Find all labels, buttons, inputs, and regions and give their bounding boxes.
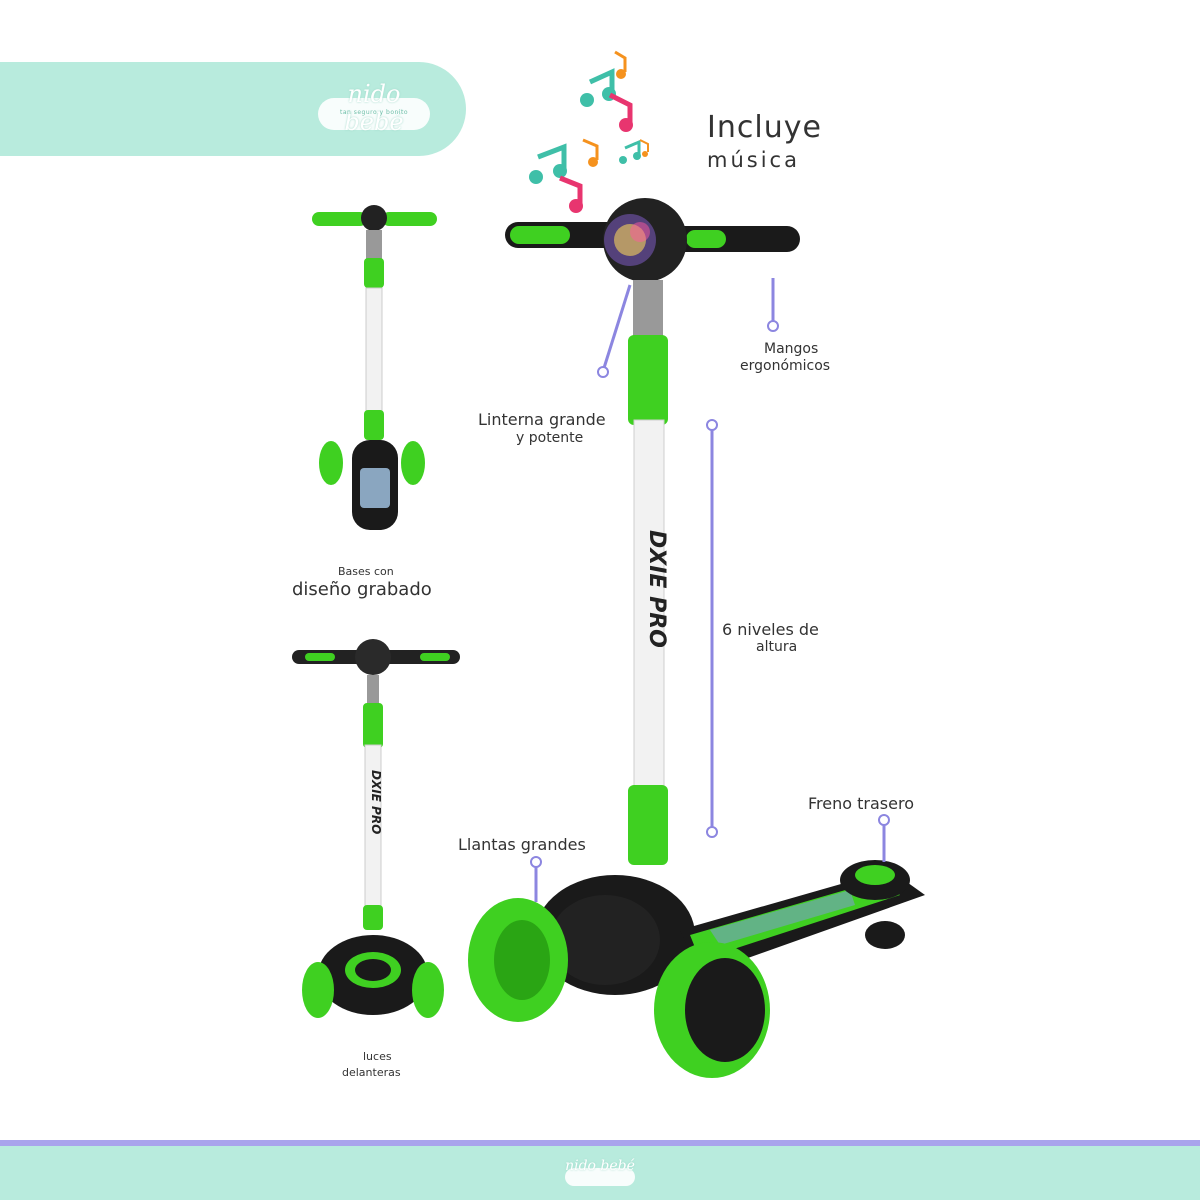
label-bases-line2: diseño grabado [292, 579, 432, 600]
label-linterna-line2: y potente [516, 430, 584, 446]
label-linterna-line1: Linterna grande [478, 410, 606, 429]
footer-logo: nido bebé [565, 1158, 635, 1188]
footer-logo-cloud [565, 1168, 635, 1186]
front-stem-logo-text: DXIE PRO [369, 770, 383, 834]
label-freno-trasero: Freno trasero [808, 794, 914, 813]
stem-logo-text: DXIE PRO [644, 530, 669, 648]
footer-divider [0, 1140, 1200, 1146]
label-niveles-line2: altura [756, 639, 798, 655]
label-luces-line2: delanteras [342, 1066, 401, 1079]
title-musica: música [707, 148, 800, 172]
label-llantas-grandes: Llantas grandes [458, 835, 586, 854]
brand-tagline: tan seguro y bonito [339, 109, 408, 116]
label-niveles-line1: 6 niveles de [722, 620, 819, 639]
label-luces-line1: luces [363, 1050, 392, 1063]
label-bases-line1: Bases con [338, 565, 394, 578]
footer-brand-name: nido bebé [565, 1158, 635, 1174]
brand-name: nido bebé [344, 80, 404, 136]
title-incluye: Incluye [707, 110, 822, 145]
label-mangos-line2: ergonómicos [740, 358, 831, 374]
logo-cloud [318, 98, 430, 130]
label-mangos-line1: Mangos [764, 341, 819, 357]
brand-logo: nido bebé tan seguro y bonito [318, 80, 430, 136]
